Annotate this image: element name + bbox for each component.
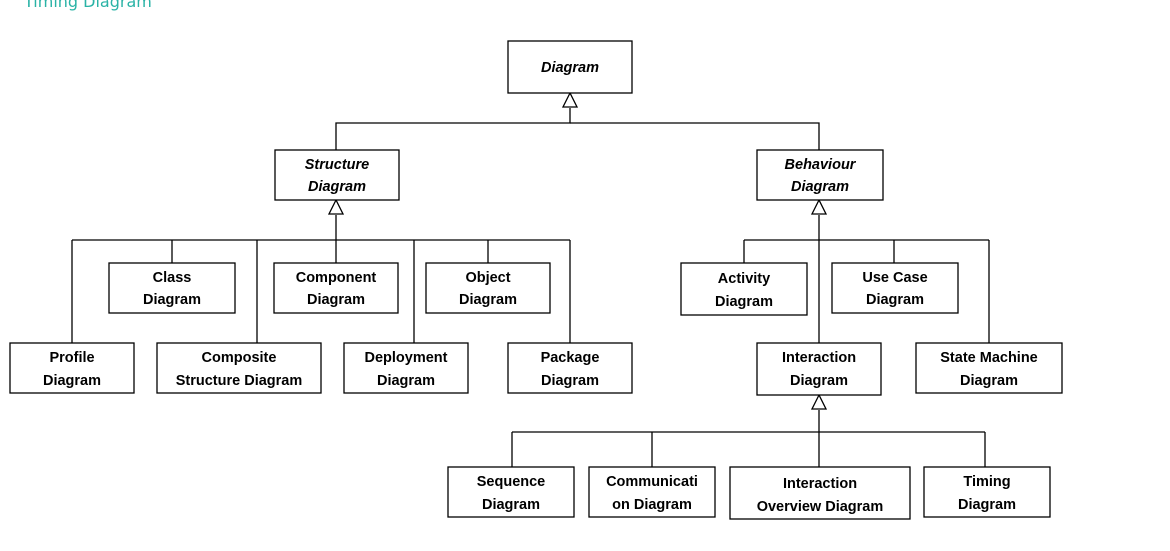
node-timing-diagram[interactable]: Timing Diagram: [923, 466, 1051, 518]
node-label: Component: [296, 270, 377, 286]
node-behaviour-diagram[interactable]: Behaviour Diagram: [756, 149, 884, 201]
node-label: Deployment: [365, 350, 448, 366]
node-structure-diagram[interactable]: Structure Diagram: [274, 149, 400, 201]
edge-diagram-to-behaviour: [570, 122, 820, 150]
timing-diagram-link[interactable]: Timing Diagram: [24, 0, 152, 11]
node-class-diagram[interactable]: Class Diagram: [108, 262, 236, 314]
node-label: Use Case: [862, 270, 927, 286]
node-label: Sequence: [477, 474, 546, 490]
node-component-diagram[interactable]: Component Diagram: [273, 262, 399, 314]
node-state-machine-diagram[interactable]: State Machine Diagram: [915, 342, 1063, 394]
node-label: Diagram: [308, 179, 366, 195]
node-label: Activity: [718, 271, 770, 287]
node-composite-structure-diagram[interactable]: Composite Structure Diagram: [156, 342, 322, 394]
node-object-diagram[interactable]: Object Diagram: [425, 262, 551, 314]
node-label: Structure Diagram: [176, 373, 303, 389]
node-label: Interaction: [783, 476, 857, 492]
node-label: Diagram: [960, 373, 1018, 389]
node-label: Diagram: [790, 373, 848, 389]
node-label: Diagram: [377, 373, 435, 389]
node-label: State Machine: [940, 350, 1038, 366]
node-profile-diagram[interactable]: Profile Diagram: [9, 342, 135, 394]
edge-diagram-to-children: [335, 108, 571, 150]
generalization-arrow-behaviour: [810, 198, 828, 215]
node-use-case-diagram[interactable]: Use Case Diagram: [831, 262, 959, 314]
node-label: Profile: [49, 350, 94, 366]
node-interaction-diagram[interactable]: Interaction Diagram: [756, 342, 882, 396]
generalization-arrow-interaction: [810, 393, 828, 410]
node-label: Object: [465, 270, 510, 286]
generalization-arrow-structure: [327, 198, 345, 215]
node-label: Diagram: [715, 294, 773, 310]
node-deployment-diagram[interactable]: Deployment Diagram: [343, 342, 469, 394]
node-label: Overview Diagram: [757, 499, 884, 515]
node-label: Composite: [202, 350, 277, 366]
node-label: Behaviour: [785, 157, 857, 173]
node-label: Diagram: [143, 292, 201, 308]
node-label: Diagram: [541, 60, 599, 76]
node-label: Structure: [305, 157, 369, 173]
node-label: Diagram: [482, 497, 540, 513]
node-label: Class: [153, 270, 192, 286]
node-label: Communicati: [606, 474, 698, 490]
node-label: Diagram: [866, 292, 924, 308]
generalization-arrow-diagram: [561, 91, 579, 108]
node-sequence-diagram[interactable]: Sequence Diagram: [447, 466, 575, 518]
node-communication-diagram[interactable]: Communicati on Diagram: [588, 466, 716, 518]
node-label: Diagram: [958, 497, 1016, 513]
generalization-arrows: [327, 91, 828, 410]
node-label: Timing: [963, 474, 1010, 490]
node-label: on Diagram: [612, 497, 692, 513]
node-label: Diagram: [43, 373, 101, 389]
node-interaction-overview-diagram[interactable]: Interaction Overview Diagram: [729, 466, 911, 520]
node-activity-diagram[interactable]: Activity Diagram: [680, 262, 808, 316]
edges-layer: [71, 108, 990, 467]
node-diagram[interactable]: Diagram: [507, 40, 633, 94]
node-package-diagram[interactable]: Package Diagram: [507, 342, 633, 394]
node-label: Diagram: [307, 292, 365, 308]
node-label: Diagram: [791, 179, 849, 195]
node-label: Package: [541, 350, 600, 366]
nodes-layer: Diagram Structure Diagram Behaviour Diag…: [9, 40, 1063, 520]
node-label: Diagram: [541, 373, 599, 389]
node-label: Diagram: [459, 292, 517, 308]
node-label: Interaction: [782, 350, 856, 366]
